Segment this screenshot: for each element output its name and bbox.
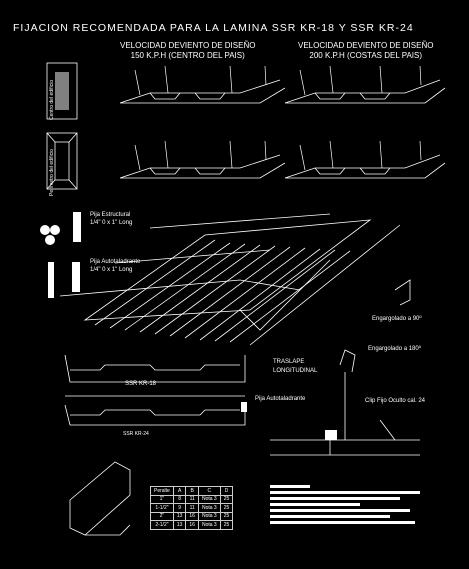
table-cell: 13 [172, 520, 187, 530]
table-cell: 25 [219, 520, 234, 530]
table-cell: 25 [219, 494, 234, 504]
profile-row-1-left [119, 79, 286, 104]
table-header-cell: D [219, 486, 234, 496]
note-line [270, 491, 420, 494]
left-wind-header: VELOCIDAD DEVIENTO DE DISEÑO 150 K.P.H (… [120, 41, 255, 61]
perimeter-zone-label: Perímetro del edificio [49, 149, 55, 196]
structural-screw-label-line2: 1/4" 0 x 1" Long [90, 220, 133, 226]
profile-row-2-left [119, 154, 286, 179]
table-cell: Nota 3 [197, 503, 221, 513]
right-wind-header: VELOCIDAD DEVIENTO DE DISEÑO 200 K.P.H (… [298, 41, 433, 61]
table-row: 1" 8 11 Nota 3 25 [150, 494, 234, 504]
fastener-detail-icon [325, 430, 337, 440]
table-cell: 13 [172, 511, 187, 521]
table-header-cell: C [197, 486, 221, 496]
self-drilling-screw-label-line1: Pija Autotaladrante [90, 259, 141, 265]
ssr-kr18-label: SSR KR-18 [125, 381, 157, 387]
ssr-kr24-profile [64, 404, 246, 426]
table-header-cell: Peralte [150, 486, 174, 496]
ssr-kr24-label: SSR KR-24 [123, 431, 149, 437]
traslape-label-line1: TRASLAPE [273, 359, 305, 365]
note-line [270, 515, 390, 518]
traslape-label: TRASLAPE LONGITUDINAL [273, 358, 317, 376]
perimeter-zone-inner [54, 141, 70, 181]
table-row: 2" 13 16 Nota 3 25 [150, 511, 234, 521]
table-header-cell: B [185, 486, 199, 496]
table-cell: 8 [172, 494, 187, 504]
table-cell: 16 [185, 511, 199, 521]
self-drilling-screw-label: Pija Autotaladrante 1/4" 0 x 1" Long [90, 258, 140, 274]
table-cell: Nota 3 [197, 520, 221, 530]
table-cell: Nota 3 [197, 494, 221, 504]
traslape-label-line2: LONGITUDINAL [273, 368, 318, 374]
left-wind-header-line1: VELOCIDAD DEVIENTO DE DISEÑO [120, 41, 256, 50]
profile-fasteners [134, 65, 422, 171]
center-zone-hatch [55, 72, 69, 110]
right-wind-header-line2: 200 K.P.H (COSTAS DEL PAIS) [309, 51, 423, 60]
note-line [270, 521, 415, 524]
engargolado-180-label: Engargolado a 180º [368, 346, 421, 352]
engargolado-90-label: Engargolado a 90º [372, 316, 422, 322]
center-zone-plan [46, 62, 78, 120]
notes-block [270, 482, 420, 527]
clip-isometric [69, 461, 131, 536]
perimeter-zone-plan [46, 132, 78, 190]
table-cell: 25 [219, 503, 234, 513]
right-wind-header-line1: VELOCIDAD DEVIENTO DE DISEÑO [298, 41, 434, 50]
profile-row-1-right [284, 79, 446, 104]
clip-label: Clip Fijo Oculto cal. 24 [365, 398, 426, 404]
profile-row-2-right [284, 154, 446, 179]
structural-screw-head-icon [50, 225, 60, 235]
structural-screw-label: Pija Estructural 1/4" 0 x 1" Long [90, 211, 132, 227]
note-line [270, 497, 400, 500]
self-drilling-screw-icon [48, 262, 54, 298]
table-cell: 2-1/2" [150, 520, 174, 530]
fastener-icons [40, 212, 337, 440]
self-drilling-detail-label: Pija Autotaladrante [255, 396, 306, 402]
note-line [270, 485, 310, 488]
note-line [270, 503, 360, 506]
table-cell: 11 [185, 494, 199, 504]
structural-screw-head-icon [40, 225, 50, 235]
self-drilling-screw-label-line2: 1/4" 0 x 1" Long [90, 267, 133, 273]
left-wind-header-line2: 150 K.P.H (CENTRO DEL PAIS) [130, 51, 245, 60]
table-cell: 11 [185, 503, 199, 513]
table-row: 2-1/2" 13 16 Nota 3 25 [150, 520, 234, 530]
table-cell: 1-1/2" [150, 503, 174, 513]
note-line [270, 509, 410, 512]
structural-screw-head-icon [45, 235, 55, 245]
engargolado-90-detail [394, 279, 411, 306]
spacing-table: Peralte A B C D 1" 8 11 Nota 3 25 1-1/2"… [150, 486, 234, 530]
table-header-row: Peralte A B C D [150, 486, 234, 496]
table-cell: 9 [172, 503, 187, 513]
isometric-roof [59, 213, 401, 346]
table-cell: 2" [150, 511, 174, 521]
table-cell: 1" [150, 494, 174, 504]
structural-screw-icon [73, 212, 81, 242]
table-cell: 16 [185, 520, 199, 530]
table-row: 1-1/2" 9 11 Nota 3 25 [150, 503, 234, 513]
self-drilling-screw-detail-icon [241, 402, 247, 412]
center-zone-label: Centro del edificio [49, 79, 55, 120]
self-drilling-screw-side-icon [72, 262, 80, 292]
structural-screw-label-line1: Pija Estructural [90, 212, 131, 218]
perimeter-zone-hatch [46, 132, 78, 190]
ssr-kr18-profile [64, 354, 246, 397]
drawing-title: FIJACION RECOMENDADA PARA LA LAMINA SSR … [13, 22, 414, 34]
table-cell: 25 [219, 511, 234, 521]
table-cell: Nota 3 [197, 511, 221, 521]
table-header-cell: A [172, 486, 187, 496]
